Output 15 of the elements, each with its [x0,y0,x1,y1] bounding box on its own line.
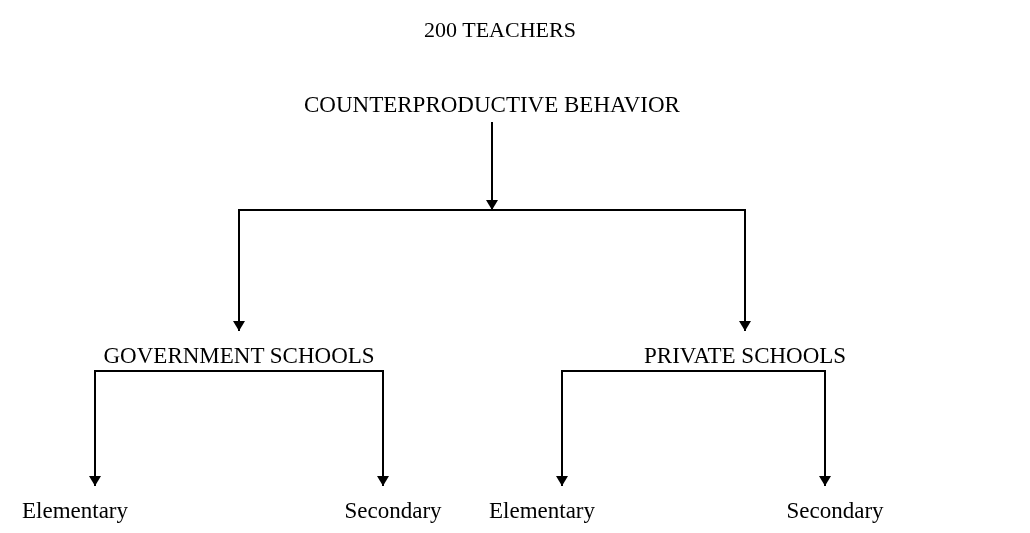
node-label: PRIVATE SCHOOLS [644,343,847,369]
arrow [491,209,751,332]
node-label: Secondary [344,498,442,524]
diagram-title: 200 TEACHERS [423,17,577,43]
arrow [89,370,240,487]
node-label: Elementary [22,498,128,524]
node-label: Elementary [489,498,595,524]
arrow [238,370,389,487]
arrow [556,370,746,487]
arrow [744,370,831,487]
arrow [486,121,498,211]
node-label: Secondary [786,498,884,524]
node-label: COUNTERPRODUCTIVE BEHAVIOR [304,92,680,118]
arrow [233,209,493,332]
node-label: GOVERNMENT SCHOOLS [103,343,375,369]
